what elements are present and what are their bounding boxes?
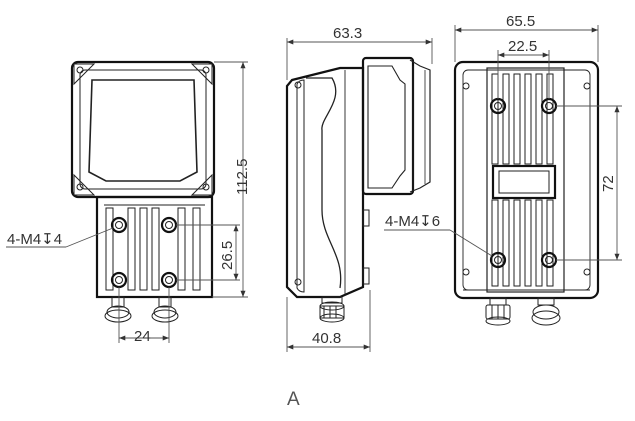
corner-screw [76,66,84,74]
cooling-fins [105,207,201,291]
rear-view: 65.5 22.5 72 4-M4↧6 [384,13,622,326]
corner-screw [202,66,210,74]
rear-cooling-fins [491,73,554,287]
rear-housing [453,60,600,300]
side-connector [319,296,345,323]
dim-total-depth-label: 63.3 [333,25,362,42]
rear-connectors [485,297,561,326]
front-housing [70,60,216,199]
lens-window [88,79,198,182]
corner-screw [76,183,84,191]
front-view: 112.5 26.5 24 4-M4↧4 [6,60,251,345]
dim-height-label: 112.5 [234,159,251,195]
side-view: 63.3 40.8 [285,25,433,352]
cable-connectors [104,296,179,323]
hole-callout-label: 4-M4↧4 [7,231,62,248]
dim-hole-horizontal-label: 24 [134,328,151,345]
rear-mounting-holes [489,97,558,269]
dim-hole-horizontal-rear-label: 22.5 [508,38,537,55]
dim-hole-vertical-rear-label: 72 [600,175,617,192]
mounting-holes [110,216,178,289]
dim-hole-vertical-label: 26.5 [219,241,236,270]
side-housing [285,66,365,299]
corner-screw [202,183,210,191]
lens-module [361,56,431,196]
front-lower-body [95,195,214,299]
dim-connector-depth-label: 40.8 [312,330,341,347]
label-plate [491,164,557,200]
dim-width-label: 65.5 [506,13,535,30]
hole-callout-rear-label: 4-M4↧6 [385,213,440,230]
figure-caption: A [287,389,300,410]
